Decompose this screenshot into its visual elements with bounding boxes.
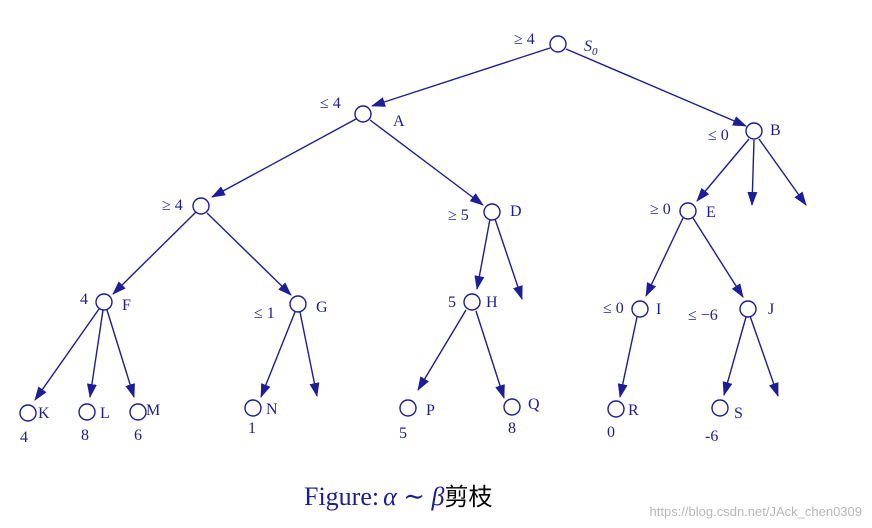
node-r-value: 0 [607,424,615,441]
node-s [711,399,729,417]
edge-a-d [369,119,484,206]
node-m-name: M [146,402,160,419]
node-q-value: 8 [508,420,516,437]
node-h [463,293,481,311]
node-r-name: R [628,402,639,419]
caption-math: α ∼ β [383,482,444,511]
edge-b-e [696,138,750,202]
tree-labels: ≥ 4 S0 ≤ 4 A ≤ 0 B ≥ 4 ≥ 5 D ≥ 0 E 4 F ≤… [20,31,781,446]
tree-edges [34,47,807,401]
edge-d-pruned [494,218,523,300]
node-n-name: N [266,401,278,418]
node-j [739,300,757,318]
node-s0-bound: ≥ 4 [514,31,535,48]
node-s0-name-main: S [584,38,592,55]
node-s0-name: S0 [584,38,598,58]
node-f-name: F [122,297,131,314]
node-s0-name-sub: 0 [592,46,598,58]
node-g-name: G [316,299,328,316]
node-l-value: 8 [81,427,89,444]
edge-c-g [206,212,292,296]
node-p [399,399,417,417]
node-k [19,404,37,422]
node-j-name: J [768,301,774,318]
watermark: https://blog.csdn.net/JAck_chen0309 [650,504,862,519]
node-l [78,403,96,421]
node-k-name: K [38,405,50,422]
node-k-value: 4 [20,429,28,446]
edge-a-c [211,118,357,198]
caption-prefix: Figure: [304,482,379,511]
caption-cjk: 剪枝 [445,483,493,511]
node-g [289,295,307,313]
node-a [354,105,372,123]
edge-e-j [692,217,744,298]
edge-b-pruned-1 [747,139,758,206]
node-d [483,203,501,221]
node-r [607,400,625,418]
node-h-bound: 5 [448,294,456,311]
tree-nodes [19,35,763,422]
node-m [129,403,147,421]
edge-j-s [722,316,747,396]
node-b-bound: ≤ 0 [708,127,729,144]
edge-g-n [260,311,296,398]
edge-i-r [617,316,638,398]
node-a-name: A [393,113,405,130]
node-j-bound: ≤ −6 [688,307,718,324]
node-f-bound: 4 [80,291,88,308]
node-q-name: Q [528,396,540,413]
node-i-name: I [656,301,661,318]
edge-f-l [86,309,104,398]
node-e-bound: ≥ 0 [650,201,671,218]
edge-b-pruned-2 [758,138,807,206]
node-g-bound: ≤ 1 [254,305,275,322]
edge-j-pruned [749,315,779,397]
edge-h-q [475,310,505,399]
node-h-name: H [486,294,498,311]
node-a-bound: ≤ 4 [320,95,341,112]
edge-s0-a [371,47,551,107]
node-c [192,197,210,215]
node-q [503,398,521,416]
node-e-name: E [706,204,716,221]
node-m-value: 6 [134,427,142,444]
edge-f-m [106,309,135,398]
node-b [745,122,763,140]
edge-c-f [112,211,197,295]
node-d-bound: ≥ 5 [448,207,469,224]
figure-caption: Figure: α ∼ β剪枝 [304,482,493,511]
node-i-bound: ≤ 0 [603,300,624,317]
edge-f-k [34,308,100,401]
node-n-value: 1 [248,420,256,437]
node-s-name: S [734,405,743,422]
node-s-value: -6 [705,428,718,445]
node-n [244,399,262,417]
node-s0 [549,35,567,53]
node-d-name: D [510,203,522,220]
edge-g-pruned [299,311,320,397]
edge-s0-b [565,48,747,127]
edge-h-p [417,309,467,391]
node-l-name: L [100,405,110,422]
node-c-bound: ≥ 4 [162,197,183,214]
node-p-name: P [426,402,435,419]
node-b-name: B [770,122,781,139]
node-e [679,202,697,220]
node-f [95,293,113,311]
node-i [631,300,649,318]
node-p-value: 5 [399,425,407,442]
edge-e-i [645,217,684,297]
edge-d-h [474,218,491,290]
